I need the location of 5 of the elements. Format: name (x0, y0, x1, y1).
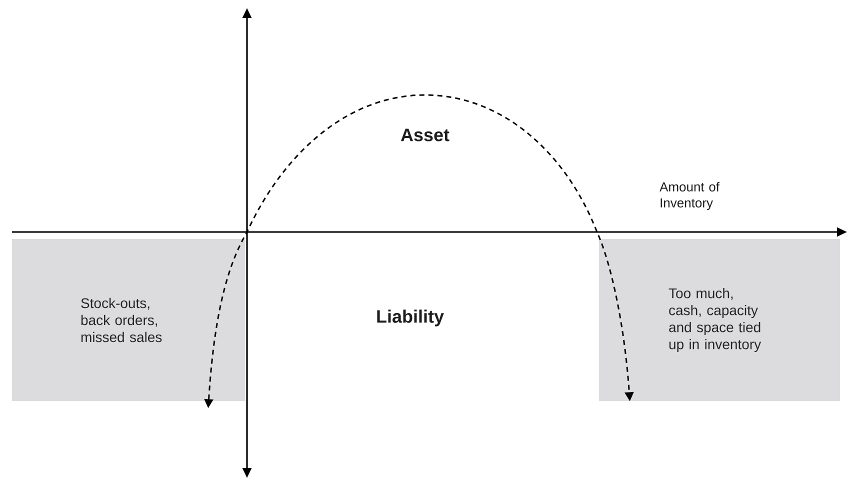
shaded-region: Stock-outs, back orders, missed sales (12, 239, 245, 401)
axis-label: Amount of Inventory (660, 182, 720, 210)
region-label: Asset (400, 128, 450, 142)
shaded-region: Too much, cash, capacity and space tied up in inventory (599, 239, 840, 401)
region-label: Liability (377, 310, 444, 326)
